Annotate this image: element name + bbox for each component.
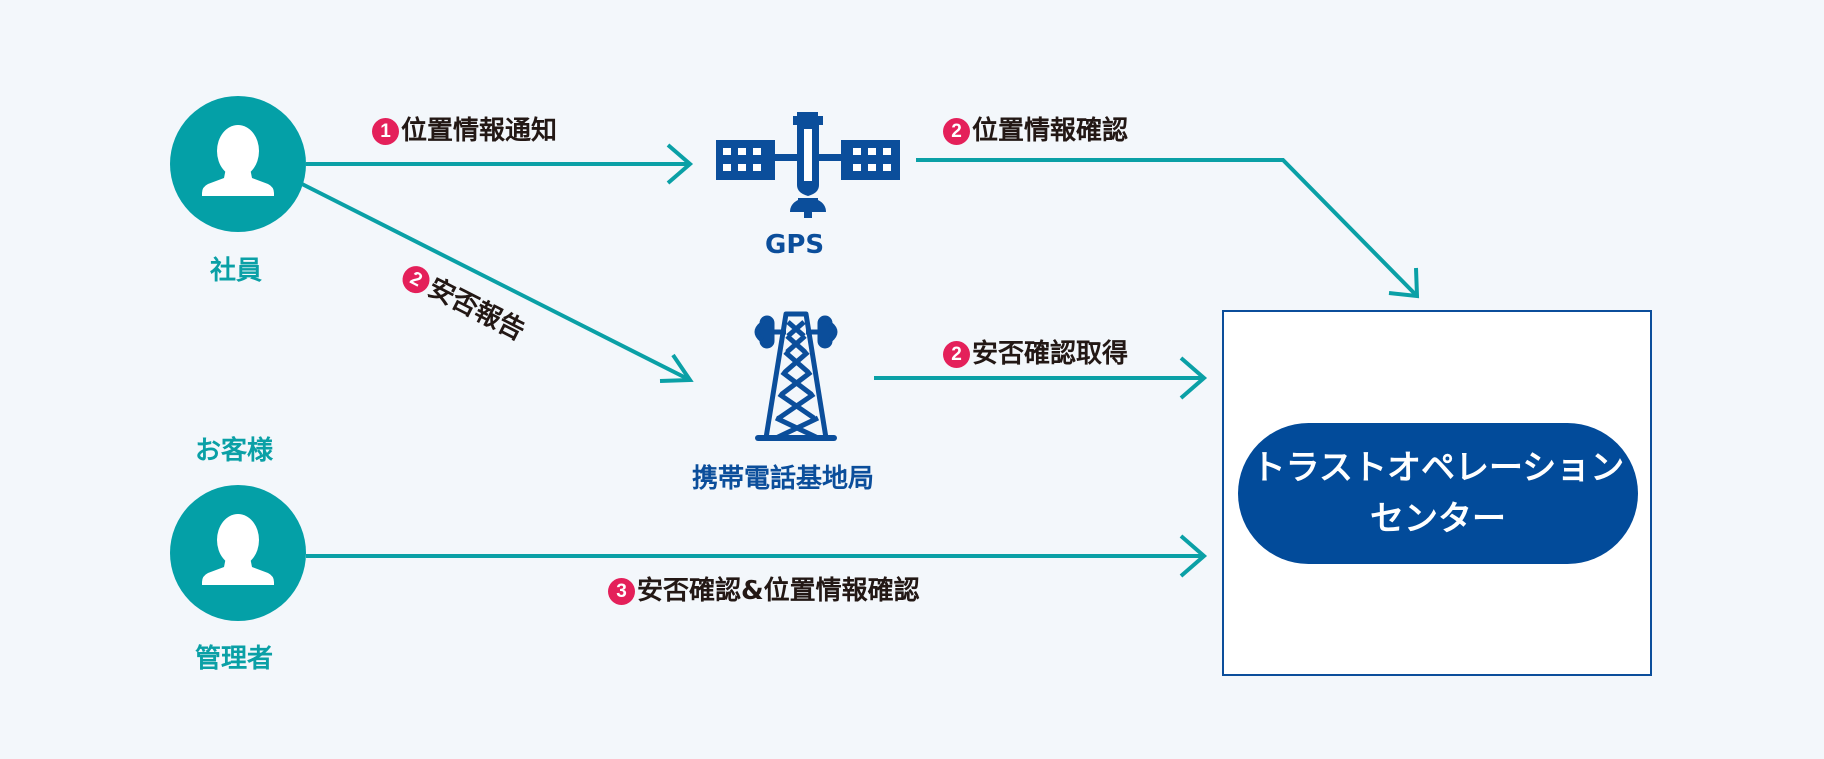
satellite-icon	[716, 112, 900, 218]
flow-text: 安否確認取得	[972, 339, 1129, 369]
employee-avatar	[170, 96, 306, 232]
center-title-line2: センター	[1369, 498, 1506, 539]
person-icon	[202, 125, 274, 196]
arrow-gps-to-center	[916, 158, 1420, 299]
step-badge: 2	[943, 341, 970, 368]
gps-label: GPS	[765, 230, 825, 260]
person-icon	[202, 514, 274, 585]
arrow-manager-to-center	[306, 534, 1208, 578]
step-badge: 3	[608, 578, 635, 605]
flow-text: 位置情報通知	[401, 116, 558, 146]
center-title-line1: トラストオペレーション	[1251, 447, 1625, 488]
arrow-employee-to-gps	[306, 143, 694, 185]
cell-tower-icon	[754, 311, 838, 441]
employee-label: 社員	[210, 256, 263, 286]
flow-text: 安否確認&位置情報確認	[637, 576, 920, 606]
arrow-employee-to-tower	[301, 182, 694, 383]
manager-avatar	[170, 485, 306, 621]
arrow-tower-to-center	[874, 356, 1208, 400]
step-badge: 1	[372, 118, 399, 145]
customer-group-label: お客様	[195, 436, 274, 466]
step-badge: 2	[943, 118, 970, 145]
base-station-label: 携帯電話基地局	[692, 464, 875, 494]
flow-text: 位置情報確認	[972, 116, 1129, 146]
operation-center-pill: トラストオペレーション センター	[1238, 423, 1638, 564]
manager-label: 管理者	[195, 644, 274, 674]
